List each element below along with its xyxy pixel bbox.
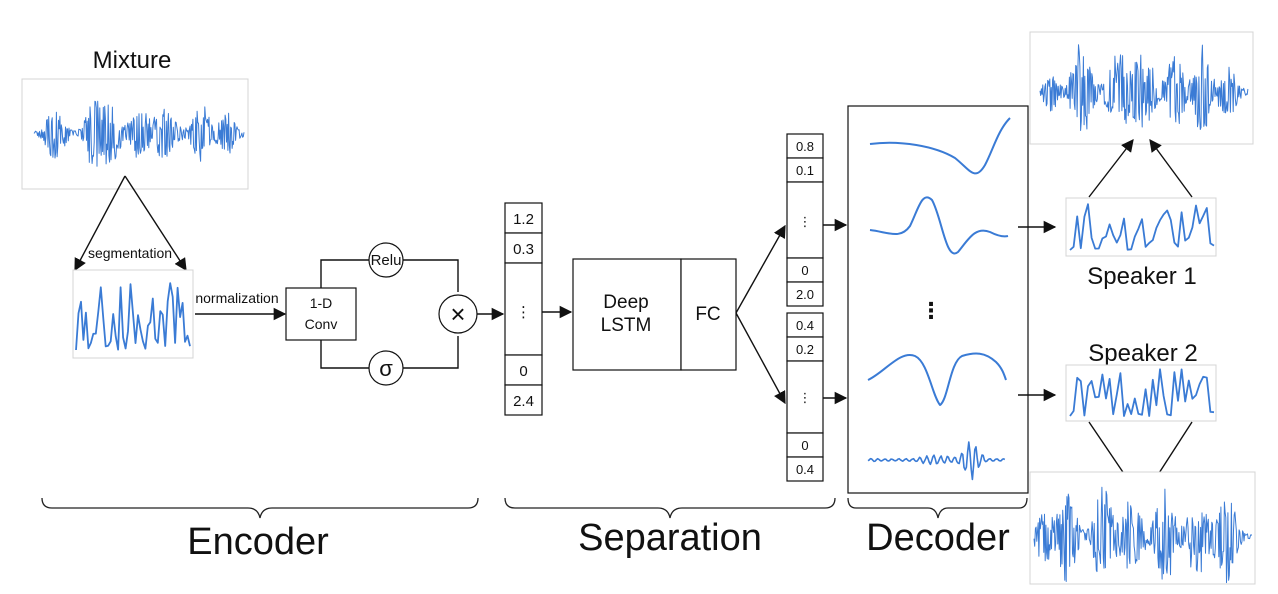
speaker2-output-waveform xyxy=(1033,486,1253,584)
multiply-icon: × xyxy=(450,299,465,329)
fc-to-mask2-arrow xyxy=(735,312,786,405)
decoder-basis-1 xyxy=(869,117,1011,175)
fc-block: FC xyxy=(680,258,737,371)
sigma-path-in xyxy=(320,340,372,369)
separation-brace xyxy=(504,497,836,519)
speaker1-up-arrow-right xyxy=(1149,138,1193,198)
relu-path-out xyxy=(400,259,459,292)
encoded-ellipsis: ⋮ xyxy=(516,304,531,321)
mask2-ellipsis: ⋮ xyxy=(799,390,812,405)
mask2-value: 0.4 xyxy=(796,462,814,477)
mask2-value: 0.2 xyxy=(796,342,814,357)
speaker1-up-arrow-left xyxy=(1088,139,1134,198)
mask1-ellipsis: ⋮ xyxy=(799,214,812,229)
relu-label: Relu xyxy=(371,252,402,269)
sigma-node: σ xyxy=(368,350,404,386)
fc-label: FC xyxy=(695,304,720,325)
speaker1-segment-panel xyxy=(1065,197,1217,257)
conv-label-line2: Conv xyxy=(305,316,338,332)
multiply-node: × xyxy=(438,294,478,334)
speaker2-segment-panel xyxy=(1065,364,1217,422)
decoder-basis-4 xyxy=(867,441,1006,481)
mask1-value: 0 xyxy=(801,263,808,278)
segment-waveform xyxy=(75,282,191,351)
mixture-title: Mixture xyxy=(93,47,172,74)
speaker1-output-panel xyxy=(1029,31,1254,145)
segmentation-arrow-left xyxy=(74,175,126,272)
speaker1-output-waveform xyxy=(1039,44,1249,131)
conv-1d-block: 1-D Conv xyxy=(285,287,357,341)
mask1-value: 0.1 xyxy=(796,163,814,178)
segment-waveform-panel xyxy=(72,269,194,359)
encoded-value: 0.3 xyxy=(513,241,534,258)
relu-path-in xyxy=(320,259,372,288)
speaker2-output-panel xyxy=(1029,471,1256,585)
decoder-block: ⋮ xyxy=(847,105,1029,494)
relu-node: Relu xyxy=(368,242,404,278)
mixture-waveform-panel xyxy=(21,78,249,190)
mixture-waveform xyxy=(33,100,245,167)
mask-vector-1: 0.8 0.1 ⋮ 0 2.0 xyxy=(786,133,824,307)
decoder-brace xyxy=(847,497,1028,519)
decoder-ellipsis: ⋮ xyxy=(920,298,942,323)
lstm-label-line2: LSTM xyxy=(601,315,652,336)
encoded-value: 0 xyxy=(519,363,527,380)
lstm-label-line1: Deep xyxy=(603,292,648,313)
mask-vector-2: 0.4 0.2 ⋮ 0 0.4 xyxy=(786,312,824,482)
segmentation-label: segmentation xyxy=(88,245,172,261)
normalization-label: normalization xyxy=(195,290,278,306)
conv-label-line1: 1-D xyxy=(310,295,333,311)
encoded-value: 1.2 xyxy=(513,211,534,228)
mask2-value: 0 xyxy=(801,438,808,453)
mask1-value: 0.8 xyxy=(796,139,814,154)
sigma-label: σ xyxy=(379,356,393,381)
encoded-vector: 1.2 0.3 ⋮ 0 2.4 xyxy=(504,202,543,416)
decoder-basis-3 xyxy=(867,352,1007,406)
encoder-stage-label: Encoder xyxy=(187,521,329,563)
mask2-value: 0.4 xyxy=(796,318,814,333)
speaker2-label: Speaker 2 xyxy=(1088,340,1197,367)
speaker1-label: Speaker 1 xyxy=(1087,263,1196,290)
mask1-value: 2.0 xyxy=(796,287,814,302)
encoder-brace xyxy=(41,497,479,519)
sigma-path-out xyxy=(400,336,459,369)
separation-stage-label: Separation xyxy=(578,517,762,559)
fc-to-mask1-arrow xyxy=(735,224,786,314)
deep-lstm-block: Deep LSTM xyxy=(572,258,682,371)
decoder-stage-label: Decoder xyxy=(866,517,1010,559)
decoder-basis-2 xyxy=(869,196,1009,255)
speaker1-segment-waveform xyxy=(1069,203,1215,251)
speaker2-segment-waveform xyxy=(1069,368,1215,417)
segmentation-arrow-right xyxy=(124,175,187,272)
encoded-value: 2.4 xyxy=(513,393,534,410)
